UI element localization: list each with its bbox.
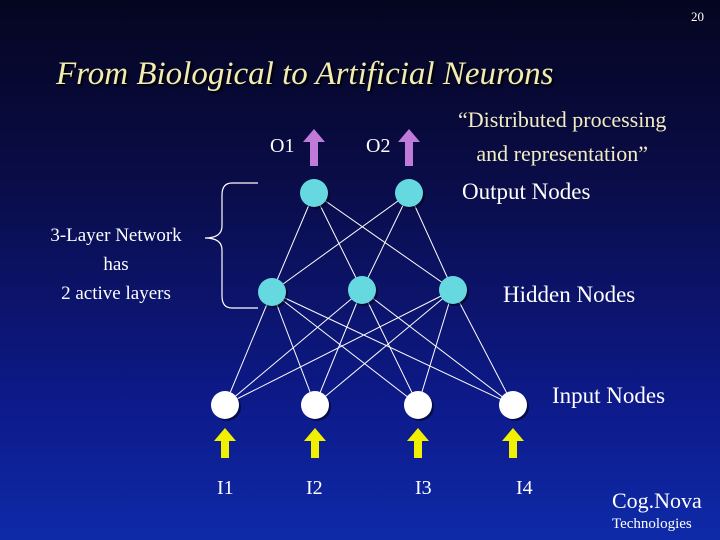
input-label-i2: I2 [306,477,323,499]
output-arrow-o2 [398,129,420,166]
quote: “Distributed processing and representati… [458,103,666,171]
connection-hidden1-output2 [271,192,410,293]
input-arrow-i1 [214,428,236,458]
connection-hidden2-output1 [313,192,363,291]
output-label-o1: O1 [270,135,295,157]
input-label-i1: I1 [217,477,234,499]
input-node-4 [499,391,529,421]
input-nodes-label: Input Nodes [552,383,666,408]
connection-hidden1-output1 [271,192,315,293]
network-description-line: 3-Layer Network [50,225,182,246]
hidden-node-3 [439,276,469,306]
layer-bracket [204,182,258,309]
connection-input4-hidden2 [361,289,514,406]
connection-input2-hidden2 [314,289,363,406]
network-description-line: 2 active layers [61,283,171,304]
input-label-i3: I3 [415,477,432,499]
network-description: 3-Layer Network has 2 active layers [16,221,216,308]
connection-hidden3-output1 [313,192,454,291]
hidden-node-1 [258,278,288,308]
input-label-i4: I4 [516,477,533,499]
connections [224,192,514,406]
connection-input1-hidden1 [224,291,273,406]
connection-input4-hidden3 [452,289,514,406]
connection-input4-hidden1 [271,291,514,406]
output-label-o2: O2 [366,135,391,157]
nodes [211,179,529,421]
hidden-nodes-label: Hidden Nodes [503,282,636,307]
output-node-1 [300,179,330,209]
input-arrow-i3 [407,428,429,458]
input-arrow-i2 [304,428,326,458]
output-arrow-o1 [303,129,325,166]
output-node-2 [395,179,425,209]
arrows [214,129,524,458]
network-description-line: has [103,254,129,275]
slide-title: From Biological to Artificial Neurons [56,56,554,92]
input-node-2 [301,391,331,421]
page-number: 20 [691,9,704,24]
quote-line: “Distributed processing [458,107,667,132]
hidden-node-2 [348,276,378,306]
connection-input2-hidden1 [271,291,316,406]
logo-name: Cog.Nova [612,488,702,513]
connection-hidden2-output2 [361,192,410,291]
input-arrow-i4 [502,428,524,458]
connection-input2-hidden3 [314,289,454,406]
logo-tagline: Technologies [612,516,692,532]
output-nodes-label: Output Nodes [462,179,591,204]
quote-line: and representation” [476,141,648,166]
input-node-3 [404,391,434,421]
input-node-1 [211,391,241,421]
connection-input3-hidden1 [271,291,419,406]
connection-hidden3-output2 [408,192,454,291]
connection-input3-hidden3 [417,289,454,406]
